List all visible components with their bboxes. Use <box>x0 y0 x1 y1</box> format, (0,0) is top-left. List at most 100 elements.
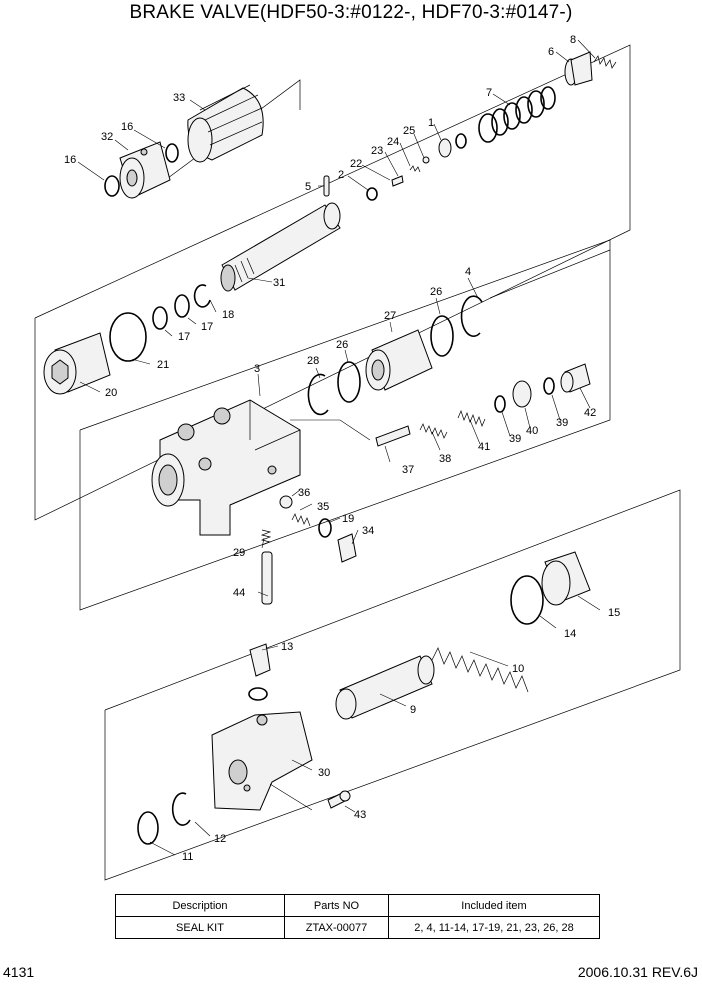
piston-9 <box>335 655 435 720</box>
label-27: 27 <box>384 310 396 322</box>
label-29: 29 <box>233 547 245 559</box>
col-description: Description <box>115 894 285 917</box>
pin-5 <box>323 175 330 197</box>
label-28: 28 <box>307 355 319 367</box>
valve-body-3 <box>151 399 301 536</box>
ball-24 <box>422 156 430 164</box>
label-40: 40 <box>526 425 538 437</box>
label-31: 31 <box>273 277 285 289</box>
page-number: 4131 <box>3 964 35 980</box>
label-23: 23 <box>371 145 383 157</box>
label-33: 33 <box>173 92 185 104</box>
leader-lines <box>77 39 601 856</box>
piston-27 <box>365 329 433 391</box>
page-title: BRAKE VALVE(HDF50-3:#0122-, HDF70-3:#014… <box>129 2 573 23</box>
label-32: 32 <box>101 131 113 143</box>
cap-42-face <box>560 371 574 393</box>
ring-17a <box>152 306 168 330</box>
housing-30 <box>211 711 313 811</box>
table-header-row: Description Parts NO Included item <box>115 894 600 917</box>
seal-kit-table: Description Parts NO Included item SEAL … <box>115 894 600 939</box>
label-13: 13 <box>281 641 293 653</box>
snap-ring-28 <box>307 373 329 416</box>
snap-ring-4 <box>460 295 483 337</box>
label-17b: 17 <box>201 321 213 333</box>
snap-ring-16b <box>165 143 179 163</box>
snap-ring-18 <box>193 284 211 308</box>
label-1: 1 <box>428 117 434 129</box>
label-41: 41 <box>478 441 490 453</box>
spring-23 <box>409 165 421 173</box>
label-30: 30 <box>318 767 330 779</box>
ring-26b <box>337 361 361 403</box>
screw-22 <box>391 175 404 187</box>
plug-15 <box>541 551 591 606</box>
snap-ring-12 <box>171 792 191 826</box>
cell-description: SEAL KIT <box>115 916 285 939</box>
label-8: 8 <box>570 34 576 46</box>
label-19: 19 <box>342 513 354 525</box>
ring-39b <box>543 377 555 395</box>
label-7: 7 <box>486 87 492 99</box>
label-44: 44 <box>233 587 245 599</box>
cell-parts-no: ZTAX-00077 <box>284 916 389 939</box>
valve-stem-37 <box>375 425 411 447</box>
label-16b: 16 <box>64 154 76 166</box>
ring-1 <box>455 133 467 149</box>
label-4: 4 <box>465 266 471 278</box>
label-12: 12 <box>214 833 226 845</box>
label-16a: 16 <box>121 121 133 133</box>
label-6: 6 <box>548 46 554 58</box>
label-25: 25 <box>403 125 415 137</box>
ring-39a <box>494 395 506 413</box>
revision-stamp: 2006.10.31 REV.6J <box>577 964 698 980</box>
o-ring-21 <box>109 312 147 362</box>
o-ring-14 <box>510 575 544 625</box>
spring-set <box>478 86 556 143</box>
label-3: 3 <box>254 363 260 375</box>
bolt-43-head <box>339 790 351 802</box>
label-26b: 26 <box>336 339 348 351</box>
spring-41 <box>457 410 486 427</box>
ring-11 <box>137 811 159 845</box>
ball-36 <box>279 495 293 509</box>
plug-34 <box>337 533 357 563</box>
spring-29 <box>260 529 272 546</box>
label-22: 22 <box>350 158 362 170</box>
o-ring-2 <box>366 187 378 201</box>
label-2: 2 <box>338 169 344 181</box>
label-37: 37 <box>402 464 414 476</box>
fitting-13 <box>249 643 271 677</box>
ring-26a <box>430 315 454 357</box>
shaft <box>220 202 341 292</box>
upper-panel-outline <box>34 44 631 521</box>
label-9: 9 <box>410 704 416 716</box>
plunger <box>564 51 617 86</box>
label-42: 42 <box>584 407 596 419</box>
label-26a: 26 <box>430 286 442 298</box>
label-18: 18 <box>222 309 234 321</box>
label-15: 15 <box>608 607 620 619</box>
label-43: 43 <box>354 809 366 821</box>
ring-13 <box>248 687 268 701</box>
panel-divider <box>489 249 611 299</box>
label-38: 38 <box>439 453 451 465</box>
plug-20 <box>43 332 111 395</box>
label-39b: 39 <box>556 417 568 429</box>
label-24: 24 <box>387 136 399 148</box>
retainer <box>438 138 452 158</box>
spring-10 <box>431 647 529 693</box>
label-5: 5 <box>305 181 311 193</box>
label-20: 20 <box>105 387 117 399</box>
snap-ring-16a <box>104 175 120 197</box>
part-labels: 8 6 7 1 25 24 23 22 2 5 33 16 32 16 31 1… <box>64 34 620 863</box>
ring-19 <box>318 518 332 538</box>
bushing <box>119 141 171 199</box>
label-39a: 39 <box>509 433 521 445</box>
label-17a: 17 <box>178 331 190 343</box>
col-parts-no: Parts NO <box>284 894 389 917</box>
cell-included-item: 2, 4, 11-14, 17-19, 21, 23, 26, 28 <box>388 916 600 939</box>
label-10: 10 <box>512 663 524 675</box>
middle-panel-outline <box>79 239 611 611</box>
